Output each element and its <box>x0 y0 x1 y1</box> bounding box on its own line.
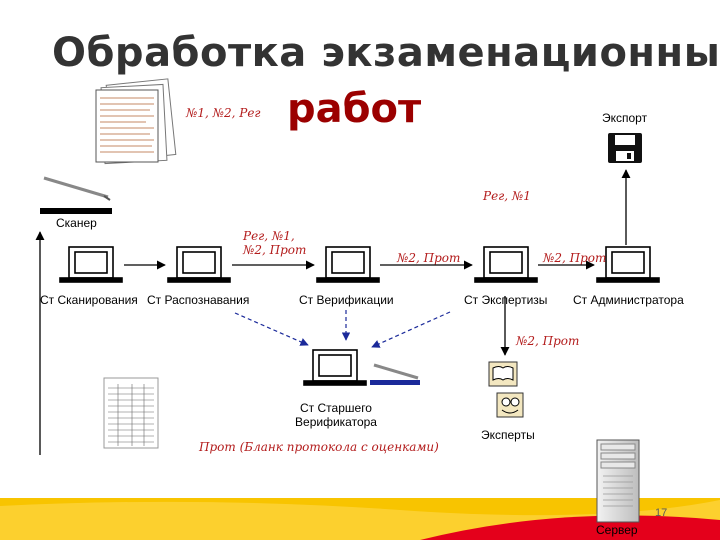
label-export: Экспорт <box>602 111 648 125</box>
monitor-admin-icon <box>596 246 660 283</box>
experts-icon <box>488 361 524 418</box>
label-senior-verifier: Ст Старшего Верификатора <box>295 401 377 429</box>
workstation-monitors <box>59 246 660 386</box>
monitor-recognition-icon <box>167 246 231 283</box>
exam-forms-stack-icon <box>95 78 177 165</box>
server-icon <box>596 439 640 523</box>
footer-band <box>0 498 720 540</box>
monitor-verification-icon <box>316 246 380 283</box>
monitor-expertise-icon <box>474 246 538 283</box>
annotation-expert-to-experts: №2, Прот <box>516 334 580 348</box>
small-scanner-icon <box>370 363 420 385</box>
page-number: 17 <box>655 507 668 519</box>
scanner-icon <box>40 176 112 214</box>
protocol-form-icon <box>103 377 159 449</box>
annotation-expert-to-admin: №2, Прот <box>543 251 607 265</box>
label-scan-station: Ст Сканирования <box>40 293 138 307</box>
label-server: Сервер <box>596 523 638 537</box>
annotation-to-export: Рег, №1 <box>483 189 531 203</box>
label-scanner: Сканер <box>56 216 97 230</box>
annotation-protocol: Прот (Бланк протокола с оценками) <box>199 440 439 454</box>
annotation-verif-to-expert: №2, Прот <box>397 251 461 265</box>
monitor-scan-icon <box>59 246 123 283</box>
monitor-senior-icon <box>303 349 367 386</box>
label-expertise-station: Ст Экспертизы <box>464 293 548 307</box>
label-admin-station: Ст Администратора <box>573 293 684 307</box>
label-verification-station: Ст Верификации <box>299 293 394 307</box>
label-experts: Эксперты <box>481 428 535 442</box>
annotation-forms: №1, №2, Рег <box>186 106 261 120</box>
floppy-disk-icon <box>608 133 642 163</box>
slide-title-accent: работ <box>287 86 422 132</box>
dashed-arrows <box>234 310 451 348</box>
flow-arrows <box>35 169 631 455</box>
label-recognition-station: Ст Распознавания <box>147 293 250 307</box>
annotation-recog-to-verif: Рег, №1, №2, Прот <box>243 229 307 257</box>
slide-title: Обработка экзаменационных <box>52 30 720 76</box>
